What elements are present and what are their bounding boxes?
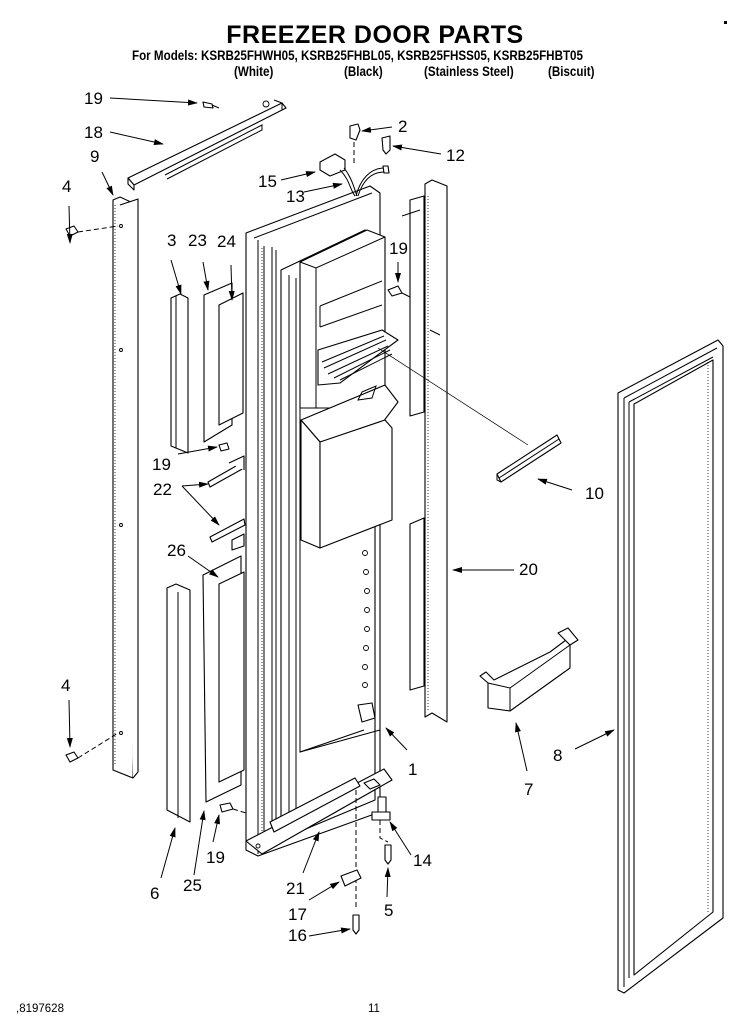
callout-7: 7 [524, 780, 534, 799]
callout-19-top: 19 [84, 89, 103, 108]
callout-4-bottom: 4 [61, 676, 71, 695]
callout-23: 23 [188, 231, 207, 250]
part-6-lower-corner-trim [166, 583, 191, 823]
page-number: 11 [368, 1003, 380, 1015]
callout-26: 26 [167, 541, 186, 560]
callout-13: 13 [286, 187, 305, 206]
callout-24: 24 [217, 232, 236, 251]
callout-6: 6 [150, 884, 160, 903]
callout-12: 12 [446, 146, 465, 165]
part-7-handle [479, 627, 579, 712]
callout-4-top: 4 [62, 177, 72, 196]
part-26-lower-inner-panel [218, 571, 245, 783]
part-17-shim [340, 869, 362, 887]
callout-15: 15 [258, 172, 277, 191]
corner-mark [724, 21, 727, 24]
part-3-upper-corner-trim [170, 293, 189, 454]
document-number: ,8197628 [16, 1003, 64, 1015]
variant-black: (Black) [344, 64, 383, 79]
variant-white: (White) [234, 64, 274, 79]
callout-8: 8 [553, 746, 563, 765]
part-20-right-side-trim [401, 179, 448, 723]
callout-25: 25 [183, 876, 202, 895]
model-list: For Models: KSRB25FHWH05, KSRB25FHBL05, … [132, 48, 583, 63]
part-9-left-side-trim [112, 196, 139, 779]
part-19-screw-mid [218, 442, 230, 452]
callout-1: 1 [408, 760, 418, 779]
part-15-connector [319, 153, 346, 177]
part-16-screw [352, 914, 360, 935]
callout-16: 16 [288, 926, 307, 945]
callout-5: 5 [384, 901, 394, 920]
callout-17: 17 [288, 905, 307, 924]
part-4-screw-bottom [65, 732, 119, 763]
part-12-screw [381, 135, 391, 155]
part-19-screw-right [387, 285, 411, 298]
part-19-screw-bottom [219, 802, 269, 814]
part-8-gasket [617, 339, 724, 994]
part-21-bottom-hinge-bracket [245, 768, 393, 910]
part-5-screw [384, 844, 392, 865]
callout-3: 3 [167, 231, 177, 250]
callout-19-mid: 19 [152, 455, 171, 474]
callout-2: 2 [398, 117, 408, 136]
part-19-screw-top [202, 101, 220, 109]
part-13-wire-harness [339, 165, 390, 197]
callout-18: 18 [84, 123, 103, 142]
part-22-bracket-lower [209, 518, 246, 551]
part-14-hinge-pin [371, 796, 391, 843]
callout-21: 21 [286, 879, 305, 898]
callout-19-right: 19 [389, 239, 408, 258]
callout-9: 9 [90, 147, 100, 166]
callout-10: 10 [585, 484, 604, 503]
callout-22: 22 [153, 480, 172, 499]
part-10-rail [377, 347, 562, 483]
part-22-bracket-upper [207, 455, 245, 488]
callout-14: 14 [413, 851, 432, 870]
page-title: FREEZER DOOR PARTS [226, 21, 524, 49]
callout-19-bottom: 19 [206, 848, 225, 867]
part-2-plug [349, 123, 361, 165]
part-4-screw-top [65, 225, 119, 237]
variant-biscuit: (Biscuit) [548, 64, 595, 79]
part-24-upper-inner-panel [218, 292, 244, 426]
leader-lines [66, 97, 615, 937]
part-18-top-trim-cap [127, 99, 287, 191]
part-1-door-assembly [245, 185, 399, 857]
callout-20: 20 [519, 560, 538, 579]
variant-stainless-steel: (Stainless Steel) [424, 64, 514, 79]
